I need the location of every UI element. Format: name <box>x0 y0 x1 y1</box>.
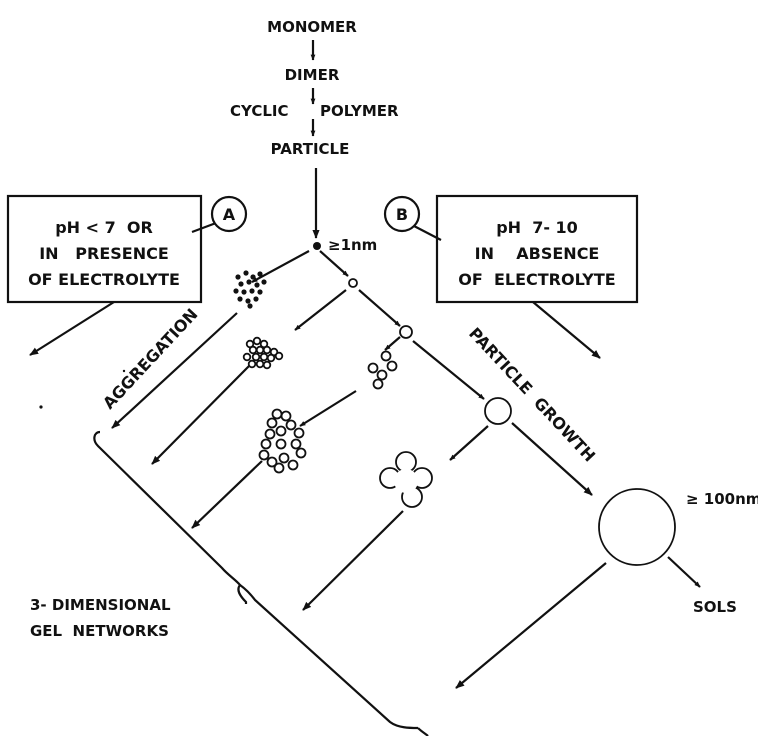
condition-a-marker-label: A <box>223 205 236 224</box>
condition-a-line2: IN PRESENCE <box>39 244 169 263</box>
growth-arrow-3 <box>413 341 484 399</box>
condition-a-line1: pH < 7 OR <box>55 218 153 237</box>
agg-arrow-2 <box>295 290 346 330</box>
agg-arrow-4 <box>385 337 400 350</box>
growth-particle-large <box>599 489 675 565</box>
dimer-label: DIMER <box>285 66 340 84</box>
size-large-label: ≥ 100nm <box>686 490 758 508</box>
agg-arrow-8 <box>303 511 403 610</box>
condition-b-arrow <box>533 302 600 358</box>
growth-particle-1 <box>349 279 357 287</box>
gel-label-line1: 3- DIMENSIONAL <box>30 596 171 614</box>
condition-b-line1: pH 7- 10 <box>496 218 578 237</box>
gel-bracket-upper <box>94 432 246 604</box>
agg-arrow-5 <box>300 391 356 426</box>
condition-a-arrow <box>30 302 114 355</box>
stray-mark <box>123 370 125 372</box>
growth-arrow-2 <box>359 290 400 326</box>
gel-bracket-lower <box>240 585 418 728</box>
aggregate-cluster-large <box>380 452 432 507</box>
gel-label-line2: GEL NETWORKS <box>30 622 169 640</box>
monomer-label: MONOMER <box>267 18 357 36</box>
growth-particle-3 <box>485 398 511 424</box>
arrow-to-sols <box>668 557 700 587</box>
sols-label: SOLS <box>693 598 737 616</box>
primary-particle <box>313 242 321 250</box>
stray-mark <box>39 405 42 408</box>
particle-growth-label: PARTICLE GROWTH <box>465 324 599 466</box>
condition-b-line2: IN ABSENCE <box>475 244 600 263</box>
particle-label: PARTICLE <box>271 140 350 158</box>
growth-particle-2 <box>400 326 412 338</box>
condition-a-line3: OF ELECTROLYTE <box>28 270 180 289</box>
size-small-label: ≥1nm <box>328 236 377 254</box>
growth-arrow-1 <box>320 251 348 276</box>
agg-arrow-9 <box>456 563 606 688</box>
aggregate-cluster-medium <box>244 338 283 369</box>
condition-b-marker-label: B <box>396 205 408 224</box>
gel-bracket-tail <box>418 728 428 736</box>
aggregate-cluster-tetramer <box>369 352 397 389</box>
agg-arrow-3 <box>152 365 250 464</box>
condition-b-line3: OF ELECTROLYTE <box>458 270 615 289</box>
aggregate-cluster-network <box>260 410 306 473</box>
polymer-label: POLYMER <box>320 102 399 120</box>
cyclic-label: CYCLIC <box>230 102 289 120</box>
agg-arrow-6 <box>192 461 262 528</box>
agg-arrow-7 <box>450 426 488 460</box>
agg-arrow-1 <box>252 251 309 282</box>
